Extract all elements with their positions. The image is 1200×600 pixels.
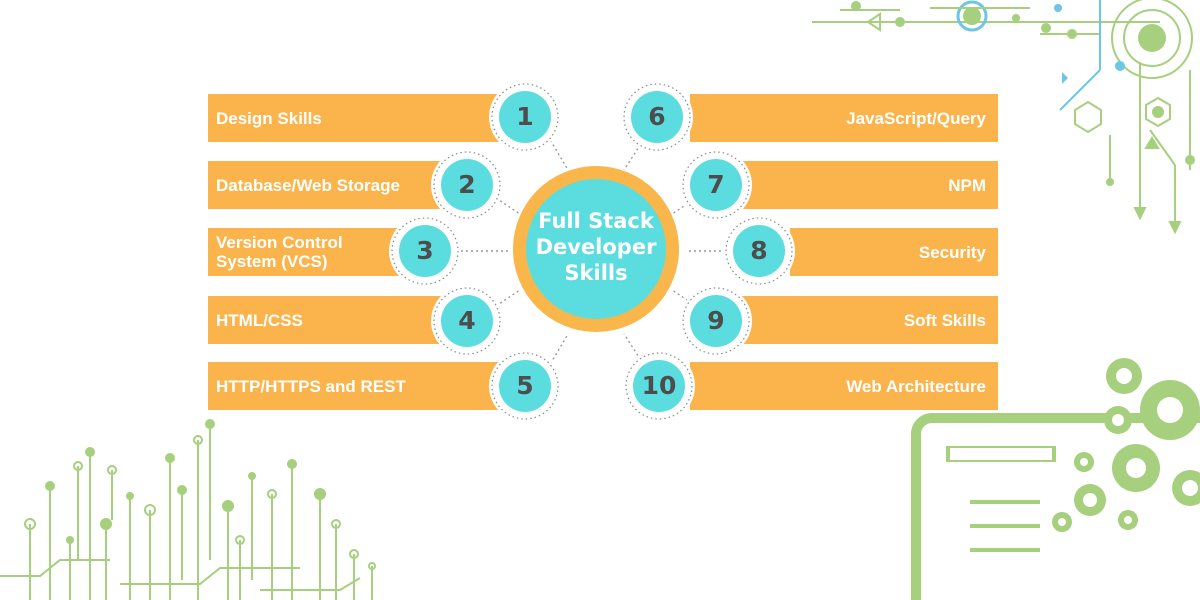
skill-number-1: 1 bbox=[516, 102, 534, 131]
skill-bar-9 bbox=[740, 296, 998, 344]
badge-dotted-ring-5 bbox=[491, 352, 559, 420]
skill-label-line: JavaScript/Query bbox=[846, 108, 986, 128]
skill-label-line: Database/Web Storage bbox=[216, 175, 400, 195]
badge-dotted-ring-7 bbox=[682, 151, 750, 219]
skill-label-5: HTTP/HTTPS and REST bbox=[216, 377, 406, 396]
skill-bar-6 bbox=[690, 94, 998, 142]
skill-label-line: Security bbox=[918, 242, 986, 262]
number-badge-4 bbox=[441, 295, 493, 347]
center-circle bbox=[526, 179, 666, 319]
skill-number-3: 3 bbox=[416, 236, 434, 265]
skill-label-10: Web Architecture bbox=[846, 377, 986, 396]
skill-label-1: Design Skills bbox=[216, 109, 322, 128]
number-badge-2 bbox=[441, 159, 493, 211]
skill-number-7: 7 bbox=[707, 170, 725, 199]
number-badge-10 bbox=[633, 360, 685, 412]
skill-number-6: 6 bbox=[648, 102, 666, 131]
skill-bar-10 bbox=[690, 362, 998, 410]
skill-label-line: Web Architecture bbox=[846, 376, 986, 396]
monitor-gears-icon bbox=[911, 358, 1200, 600]
number-badge-3 bbox=[399, 225, 451, 277]
badge-dotted-ring-8 bbox=[725, 217, 793, 285]
number-badge-7 bbox=[690, 159, 742, 211]
skill-number-9: 9 bbox=[707, 306, 725, 335]
circuit-board-icon bbox=[812, 0, 1195, 235]
center-title-line: Skills bbox=[564, 261, 628, 285]
skill-bar-3 bbox=[208, 228, 408, 276]
number-badge-5 bbox=[499, 360, 551, 412]
skill-label-line: HTML/CSS bbox=[216, 310, 303, 330]
skill-bar-7 bbox=[740, 161, 998, 209]
skill-label-line: Design Skills bbox=[216, 108, 322, 128]
skill-label-line: HTTP/HTTPS and REST bbox=[216, 376, 406, 396]
skill-number-10: 10 bbox=[641, 371, 677, 400]
center-hub bbox=[513, 166, 679, 332]
skill-bars bbox=[208, 94, 998, 410]
skill-label-2: Database/Web Storage bbox=[216, 176, 400, 195]
skill-label-line: NPM bbox=[948, 175, 986, 195]
badge-dotted-ring-3 bbox=[391, 217, 459, 285]
skill-number-2: 2 bbox=[458, 170, 476, 199]
skill-bar-2 bbox=[208, 161, 463, 209]
badge-dotted-ring-9 bbox=[682, 287, 750, 355]
center-title-line: Developer bbox=[535, 235, 657, 259]
skill-number-5: 5 bbox=[516, 371, 534, 400]
skill-label-line: Version Control bbox=[216, 233, 343, 252]
center-title-line: Full Stack bbox=[538, 209, 654, 233]
skill-label-9: Soft Skills bbox=[904, 311, 986, 330]
skill-number-4: 4 bbox=[458, 306, 476, 335]
badge-dotted-ring-10 bbox=[625, 352, 693, 420]
circuit-lines-icon bbox=[0, 419, 376, 600]
badge-dotted-ring-2 bbox=[433, 151, 501, 219]
skill-label-line: System (VCS) bbox=[216, 252, 328, 271]
number-badge-9 bbox=[690, 295, 742, 347]
skill-label-4: HTML/CSS bbox=[216, 311, 303, 330]
badge-dotted-ring-1 bbox=[491, 83, 559, 151]
skill-bar-4 bbox=[208, 296, 463, 344]
center-title: Full Stack Developer Skills bbox=[508, 208, 684, 286]
skill-bar-5 bbox=[208, 362, 508, 410]
number-badge-1 bbox=[499, 91, 551, 143]
skill-bar-8 bbox=[790, 228, 998, 276]
skill-number-8: 8 bbox=[750, 236, 768, 265]
number-badge-8 bbox=[733, 225, 785, 277]
skill-label-6: JavaScript/Query bbox=[846, 109, 986, 128]
badge-dotted-ring-4 bbox=[433, 287, 501, 355]
skill-label-line: Soft Skills bbox=[903, 310, 986, 330]
skill-label-8: Security bbox=[919, 243, 986, 262]
badge-dotted-ring-6 bbox=[623, 83, 691, 151]
number-badge-6 bbox=[631, 91, 683, 143]
skill-bar-1 bbox=[208, 94, 508, 142]
skill-label-7: NPM bbox=[948, 176, 986, 195]
number-badges bbox=[389, 81, 795, 422]
